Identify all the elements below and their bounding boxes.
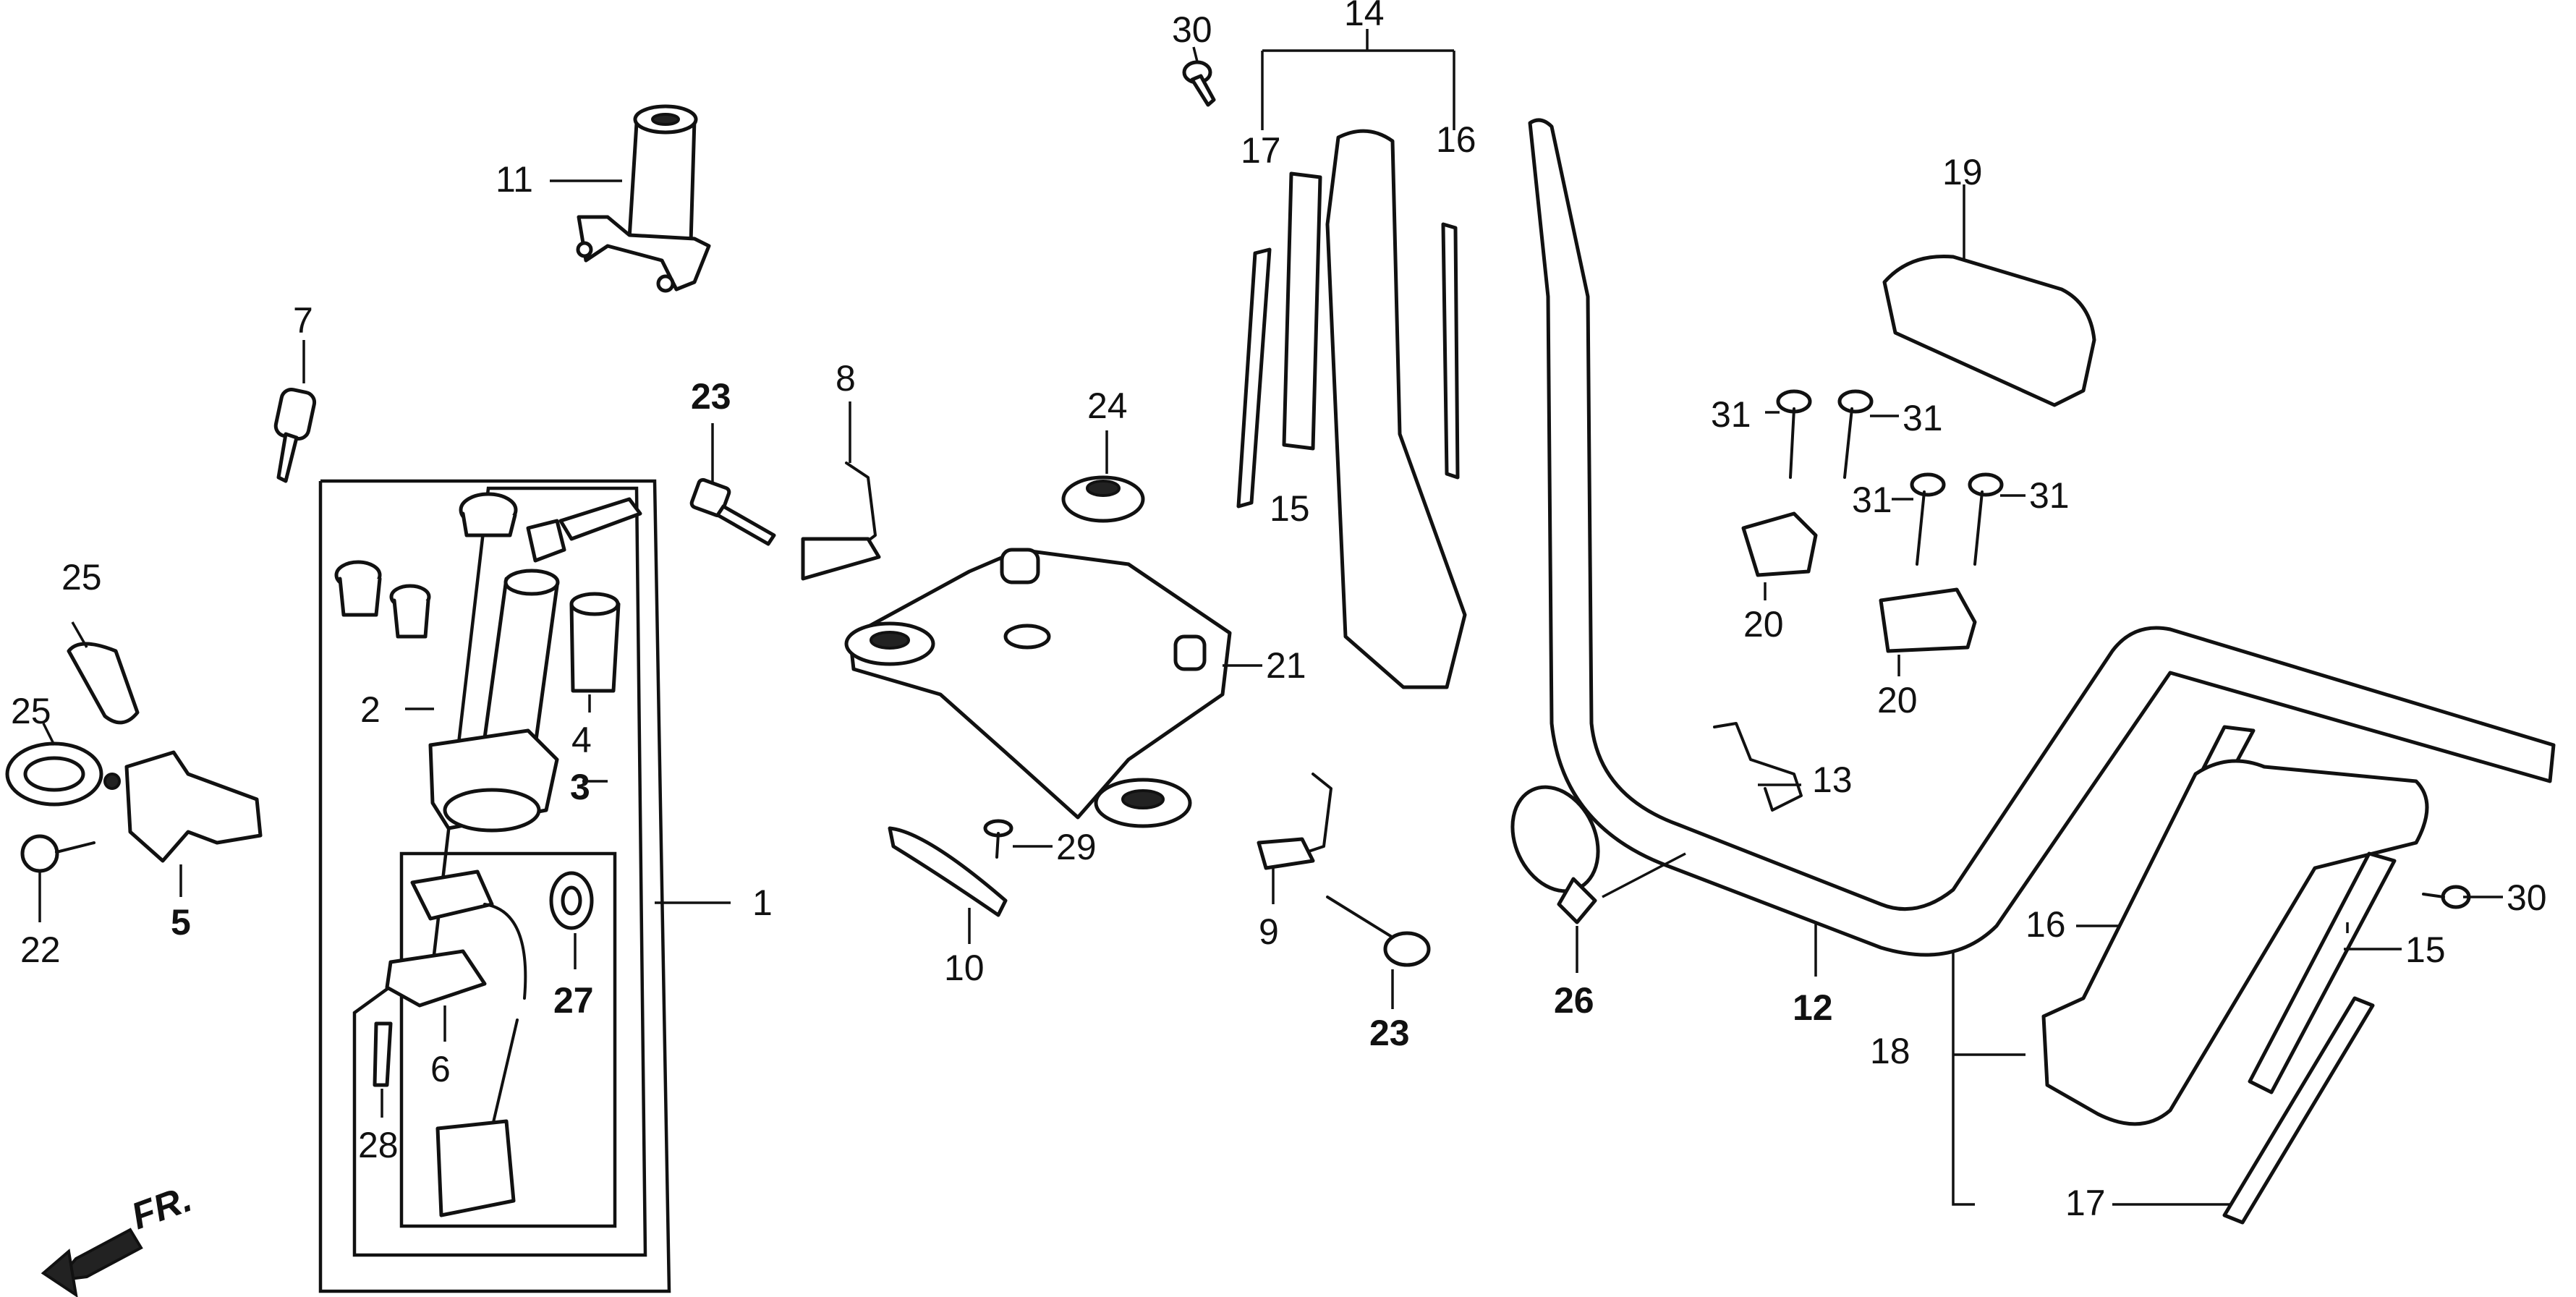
callout-23-lower: 23 — [1369, 1013, 1410, 1053]
strip-16-upper — [1441, 222, 1460, 480]
strip-17-upper — [1236, 247, 1272, 509]
callout-15-lower: 15 — [2405, 930, 2446, 970]
callout-2: 2 — [360, 689, 381, 730]
ring-27 — [549, 871, 594, 930]
callout-17-upper: 17 — [1241, 130, 1281, 171]
screw-22 — [20, 834, 95, 873]
bolt-31-b — [1837, 389, 1874, 479]
bolt-30-upper — [1182, 60, 1216, 107]
callout-21: 21 — [1266, 645, 1306, 686]
callout-30-upper: 30 — [1172, 9, 1212, 50]
callout-4: 4 — [571, 720, 592, 760]
bolt-31-d — [1968, 472, 2004, 566]
callout-31-b: 31 — [1903, 398, 1943, 438]
callout-13: 13 — [1812, 760, 1853, 800]
callout-27: 27 — [553, 980, 594, 1021]
callout-30-lower: 30 — [2507, 877, 2547, 918]
band-25-lower — [5, 741, 121, 807]
callout-18: 18 — [1870, 1031, 1910, 1071]
callout-7: 7 — [293, 300, 313, 341]
bolt-31-a — [1776, 389, 1812, 479]
callout-16-lower: 16 — [2025, 904, 2066, 945]
callouts: 1 2 3 4 5 6 7 8 9 10 11 12 13 14 15 15 1… — [11, 0, 2547, 1223]
column-tube-11 — [576, 104, 711, 293]
strip-17-lower — [2222, 996, 2375, 1225]
top-bridge-21 — [844, 548, 1232, 828]
callout-20-lower: 20 — [1877, 680, 1918, 720]
grommet-24 — [1061, 475, 1145, 523]
callout-12: 12 — [1793, 987, 1833, 1028]
key-7 — [273, 388, 317, 483]
clamp-9 — [1257, 773, 1332, 870]
callout-11: 11 — [496, 159, 533, 200]
band-25-upper — [67, 642, 140, 725]
callout-29: 29 — [1056, 827, 1097, 867]
cover-18 — [2041, 759, 2429, 1126]
callout-20-upper: 20 — [1743, 604, 1784, 645]
callout-1: 1 — [752, 883, 773, 923]
callout-14: 14 — [1344, 0, 1385, 33]
leader-lines — [38, 46, 2503, 1118]
bracket-14-17-16 — [1261, 29, 1455, 130]
callout-8: 8 — [836, 358, 856, 399]
handlebar-12 — [1528, 118, 2556, 957]
callout-17-lower: 17 — [2065, 1183, 2106, 1223]
callout-24: 24 — [1087, 386, 1128, 426]
front-direction-arrow-icon — [41, 1228, 143, 1297]
clamp-20-lower — [1879, 587, 1977, 653]
callout-31-a: 31 — [1711, 394, 1751, 435]
bolt-23-lower — [1326, 896, 1431, 967]
clamp-20-upper — [1741, 511, 1818, 577]
callout-22: 22 — [20, 930, 61, 970]
channel-15-lower — [2248, 851, 2397, 1094]
bolt-30-lower — [2422, 885, 2471, 909]
sleeve-4 — [569, 592, 621, 693]
callout-16-upper: 16 — [1436, 119, 1476, 160]
callout-31-d: 31 — [2029, 475, 2070, 516]
callout-26: 26 — [1554, 980, 1594, 1021]
cover-14 — [1325, 129, 1467, 689]
bolt-23-upper — [689, 477, 776, 546]
callout-23-upper: 23 — [691, 376, 731, 417]
callout-10: 10 — [944, 948, 985, 988]
callout-9: 9 — [1259, 911, 1279, 952]
callout-15-upper: 15 — [1270, 488, 1310, 529]
callout-25-lower: 25 — [11, 691, 51, 731]
callout-31-c: 31 — [1852, 480, 1892, 520]
callout-28: 28 — [358, 1125, 399, 1165]
callout-5: 5 — [171, 902, 191, 943]
clamp-8 — [801, 462, 881, 581]
callout-19: 19 — [1942, 152, 1983, 192]
channel-15-upper — [1282, 171, 1322, 451]
band-26 — [1510, 785, 1600, 924]
switch-6 — [385, 869, 527, 1217]
callout-25-upper: 25 — [61, 557, 102, 598]
plate-10 — [888, 826, 1008, 917]
callout-6: 6 — [430, 1049, 451, 1089]
bolt-31-c — [1910, 472, 1946, 566]
pin-28 — [373, 1021, 393, 1087]
cover-19 — [1882, 254, 2096, 407]
callout-3: 3 — [570, 767, 590, 807]
screw-29 — [983, 819, 1013, 859]
clip-13 — [1713, 722, 1803, 812]
ignition-switch-2 — [334, 492, 642, 833]
switch-housing-5 — [124, 750, 263, 863]
front-direction-label: FR. — [126, 1178, 197, 1238]
